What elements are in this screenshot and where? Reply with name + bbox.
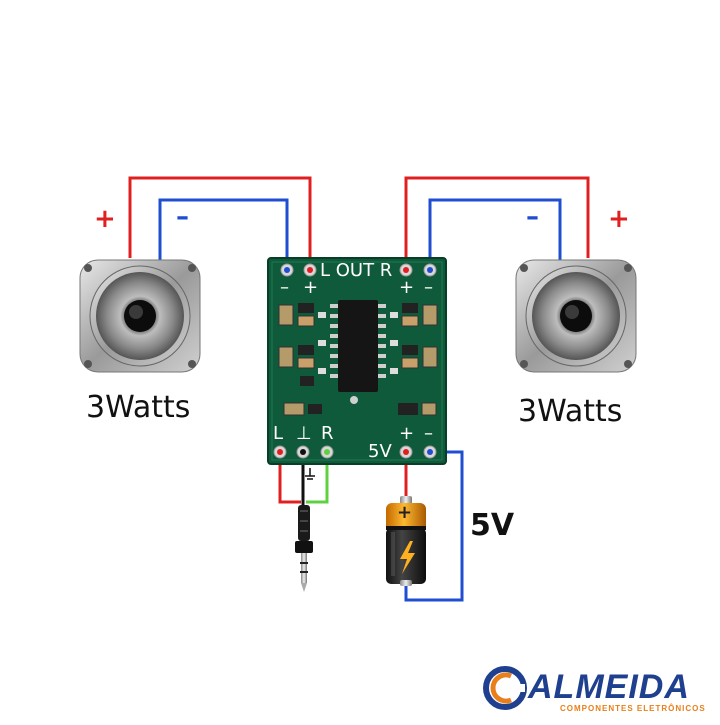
board-input-l: L <box>273 423 284 444</box>
almeida-logo-icon <box>483 666 527 710</box>
board-input-r: R <box>321 423 334 444</box>
left-negative-wire <box>158 198 289 268</box>
right-negative-wire <box>428 198 562 268</box>
board-power-label: 5V <box>368 441 392 462</box>
right-positive-wire <box>404 176 590 268</box>
battery <box>386 496 426 586</box>
right-speaker-wires <box>404 176 590 268</box>
left-speaker <box>79 259 201 373</box>
right-speaker-label: 3Watts <box>518 394 623 429</box>
board-components <box>278 303 438 416</box>
battery-voltage-label: 5V <box>470 508 515 543</box>
board-out-label: L OUT R <box>320 260 393 281</box>
board-out-right-plus: + <box>399 277 415 298</box>
audio-jack-plug <box>295 505 313 592</box>
left-plus-mark: + <box>94 204 116 234</box>
left-input-wire <box>278 452 301 504</box>
board-out-left-plus: + <box>303 277 319 298</box>
board-input-gnd: ⊥ <box>296 423 312 444</box>
left-minus-mark: – <box>176 202 189 232</box>
board-power-plus: + <box>399 423 415 444</box>
battery-plus-mark: + <box>397 502 413 523</box>
left-speaker-label: 3Watts <box>86 390 191 425</box>
amplifier-ic <box>338 300 378 392</box>
lightning-icon <box>400 541 415 574</box>
board-out-right-minus: – <box>424 277 433 298</box>
ground-symbol <box>305 468 315 480</box>
almeida-logo-text: ALMEIDA <box>528 668 690 706</box>
board-out-left-minus: – <box>280 277 289 298</box>
left-positive-wire <box>128 176 312 268</box>
right-minus-mark: – <box>526 202 539 232</box>
power-negative-wire <box>404 450 464 602</box>
right-input-wire <box>306 452 329 504</box>
right-plus-mark: + <box>608 204 630 234</box>
board-power-minus: – <box>424 423 433 444</box>
left-speaker-wires <box>128 176 312 268</box>
almeida-logo-tagline: COMPONENTES ELETRÔNICOS <box>560 704 706 713</box>
right-speaker <box>515 259 637 373</box>
amplifier-board <box>267 257 447 465</box>
